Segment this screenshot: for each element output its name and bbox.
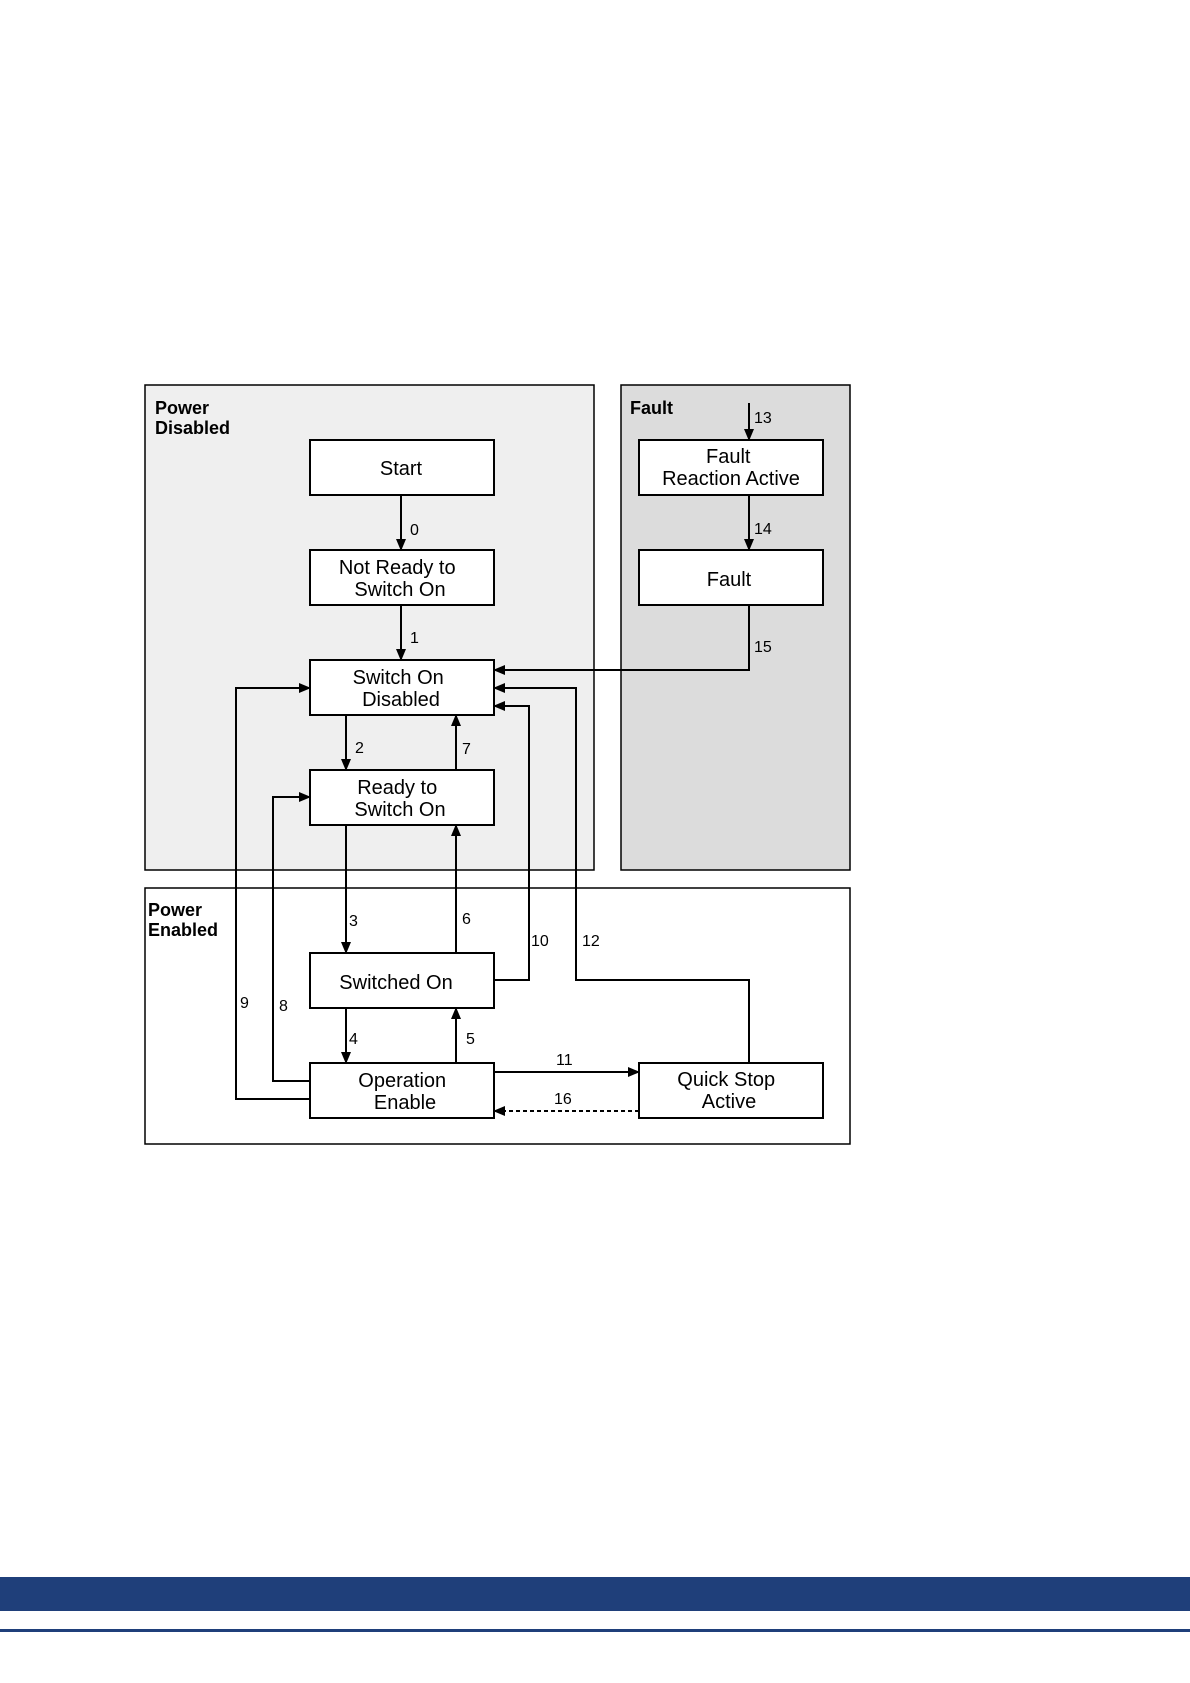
- transition-label-0: 0: [410, 522, 419, 539]
- transition-label-14: 14: [754, 521, 772, 538]
- state-label-line: Start: [380, 458, 423, 480]
- state-label-line: Active: [702, 1091, 756, 1113]
- transition-label-2: 2: [355, 740, 364, 757]
- state-label-line: Switch On: [354, 579, 445, 601]
- transition-label-7: 7: [462, 741, 471, 758]
- transition-label-11: 11: [556, 1052, 573, 1069]
- footer-bar: [0, 1577, 1190, 1611]
- transition-label-13: 13: [754, 410, 772, 427]
- region-label-line: Disabled: [155, 418, 230, 438]
- state-label-line: Quick Stop: [677, 1069, 775, 1091]
- transition-label-12: 12: [582, 933, 600, 950]
- state-label-line: Switch On: [354, 799, 445, 821]
- state-label-ready: Ready to Switch On: [354, 777, 445, 821]
- region-label-line: Power: [148, 900, 202, 920]
- state-label-line: Ready to: [357, 777, 437, 799]
- transition-label-8: 8: [279, 998, 288, 1015]
- state-label-switched-on: Switched On: [339, 972, 452, 994]
- state-label-line: Not Ready to: [339, 557, 456, 579]
- state-label-switch-on-disabled: Switch On Disabled: [353, 667, 450, 711]
- state-label-line: Reaction Active: [662, 468, 800, 490]
- region-label-fault: Fault: [630, 398, 673, 418]
- region-label-line: Fault: [630, 398, 673, 418]
- state-label-line: Switched On: [339, 972, 452, 994]
- footer-line: [0, 1629, 1190, 1632]
- transition-label-9: 9: [240, 995, 249, 1012]
- state-label-line: Operation: [358, 1070, 446, 1092]
- region-label-line: Power: [155, 398, 209, 418]
- state-label-line: Switch On: [353, 667, 444, 689]
- transition-label-6: 6: [462, 911, 471, 928]
- transition-label-16: 16: [554, 1091, 572, 1108]
- transition-label-4: 4: [349, 1031, 358, 1048]
- state-label-start: Start: [380, 458, 423, 480]
- region-label-line: Enabled: [148, 920, 218, 940]
- state-label-line: Enable: [374, 1092, 436, 1114]
- transition-label-5: 5: [466, 1031, 475, 1048]
- state-label-line: Fault: [706, 446, 751, 468]
- state-label-not-ready: Not Ready to Switch On: [339, 557, 461, 601]
- state-label-line: Disabled: [362, 689, 440, 711]
- transition-label-15: 15: [754, 639, 772, 656]
- transition-label-3: 3: [349, 913, 358, 930]
- transition-label-1: 1: [410, 630, 419, 647]
- transition-label-10: 10: [531, 933, 549, 950]
- state-label-fault: Fault: [707, 569, 752, 591]
- state-label-line: Fault: [707, 569, 752, 591]
